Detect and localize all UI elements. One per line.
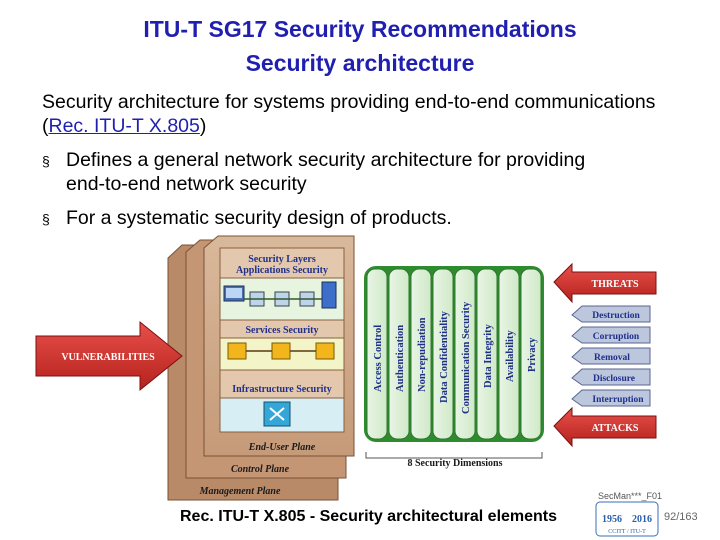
bullet-marker-2: § [42,211,50,227]
bullet-marker-1: § [42,153,50,169]
intro-text-end: ) [199,115,207,137]
infrastructure-security-label: Infrastructure Security [232,384,332,395]
end-user-plane-label: End-User Plane [248,442,316,453]
intro-paragraph: Security architecture for systems provid… [42,90,702,138]
threat-interruption: Interruption [592,395,644,405]
threat-disclosure: Disclosure [593,374,635,384]
threats-arrow [553,262,657,304]
x805-link[interactable]: Rec. ITU-T X.805 [48,115,200,137]
threat-list [571,305,651,407]
attacks-arrow [553,406,657,448]
itu-anniversary-logo: 1956 2016 CCITT / ITU-T [595,501,659,537]
control-plane-label: Control Plane [231,464,290,475]
management-plane-label: Management Plane [199,486,281,497]
services-security-label: Services Security [245,325,318,336]
vulnerabilities-label: VULNERABILITIES [61,352,155,363]
dim-authentication: Authentication [395,325,406,392]
dim-data-integrity: Data Integrity [483,323,494,388]
stamp-label: CCITT / ITU-T [608,529,646,535]
service-router-icons [227,342,335,360]
attacks-label: ATTACKS [592,423,639,434]
vulnerabilities-arrow [35,320,183,392]
layers-title: Security Layers [248,254,316,265]
figure-caption: Rec. ITU-T X.805 - Security architectura… [180,508,558,525]
dim-communication-security: Communication Security [461,301,472,414]
stamp-code: SecMan***_F01 [598,491,663,501]
dim-data-confidentiality: Data Confidentiality [439,310,450,403]
threat-corruption: Corruption [593,332,640,342]
slide-number: 92/163 [664,511,698,523]
application-server-icons [223,281,337,309]
slide-title: ITU-T SG17 Security Recommendations [143,16,577,42]
dimensions-caption: 8 Security Dimensions [408,458,503,469]
slide-subtitle: Security architecture [245,50,475,76]
threat-removal: Removal [594,353,630,363]
threats-label: THREATS [591,279,638,290]
bullet-1-line1: Defines a general network security archi… [66,149,586,171]
intro-text: Security architecture for systems provid… [42,91,656,137]
stamp-year-start: 1956 [602,514,622,525]
bullet-2: For a systematic security design of prod… [66,207,452,229]
applications-security-label: Applications Security [236,265,328,276]
security-dimensions-block [364,266,544,442]
dimension-labels: Access Control Authentication Non-repudi… [373,301,538,414]
threat-destruction: Destruction [592,311,640,321]
dim-availability: Availability [505,330,516,382]
stamp-year-end: 2016 [632,514,652,525]
dim-access-control: Access Control [373,325,384,392]
dim-privacy: Privacy [527,337,538,372]
bullet-1-line2: end-to-end network security [66,173,307,195]
dim-non-repudiation: Non-repudiation [417,317,428,392]
bullet-1: Defines a general network security archi… [66,148,706,196]
